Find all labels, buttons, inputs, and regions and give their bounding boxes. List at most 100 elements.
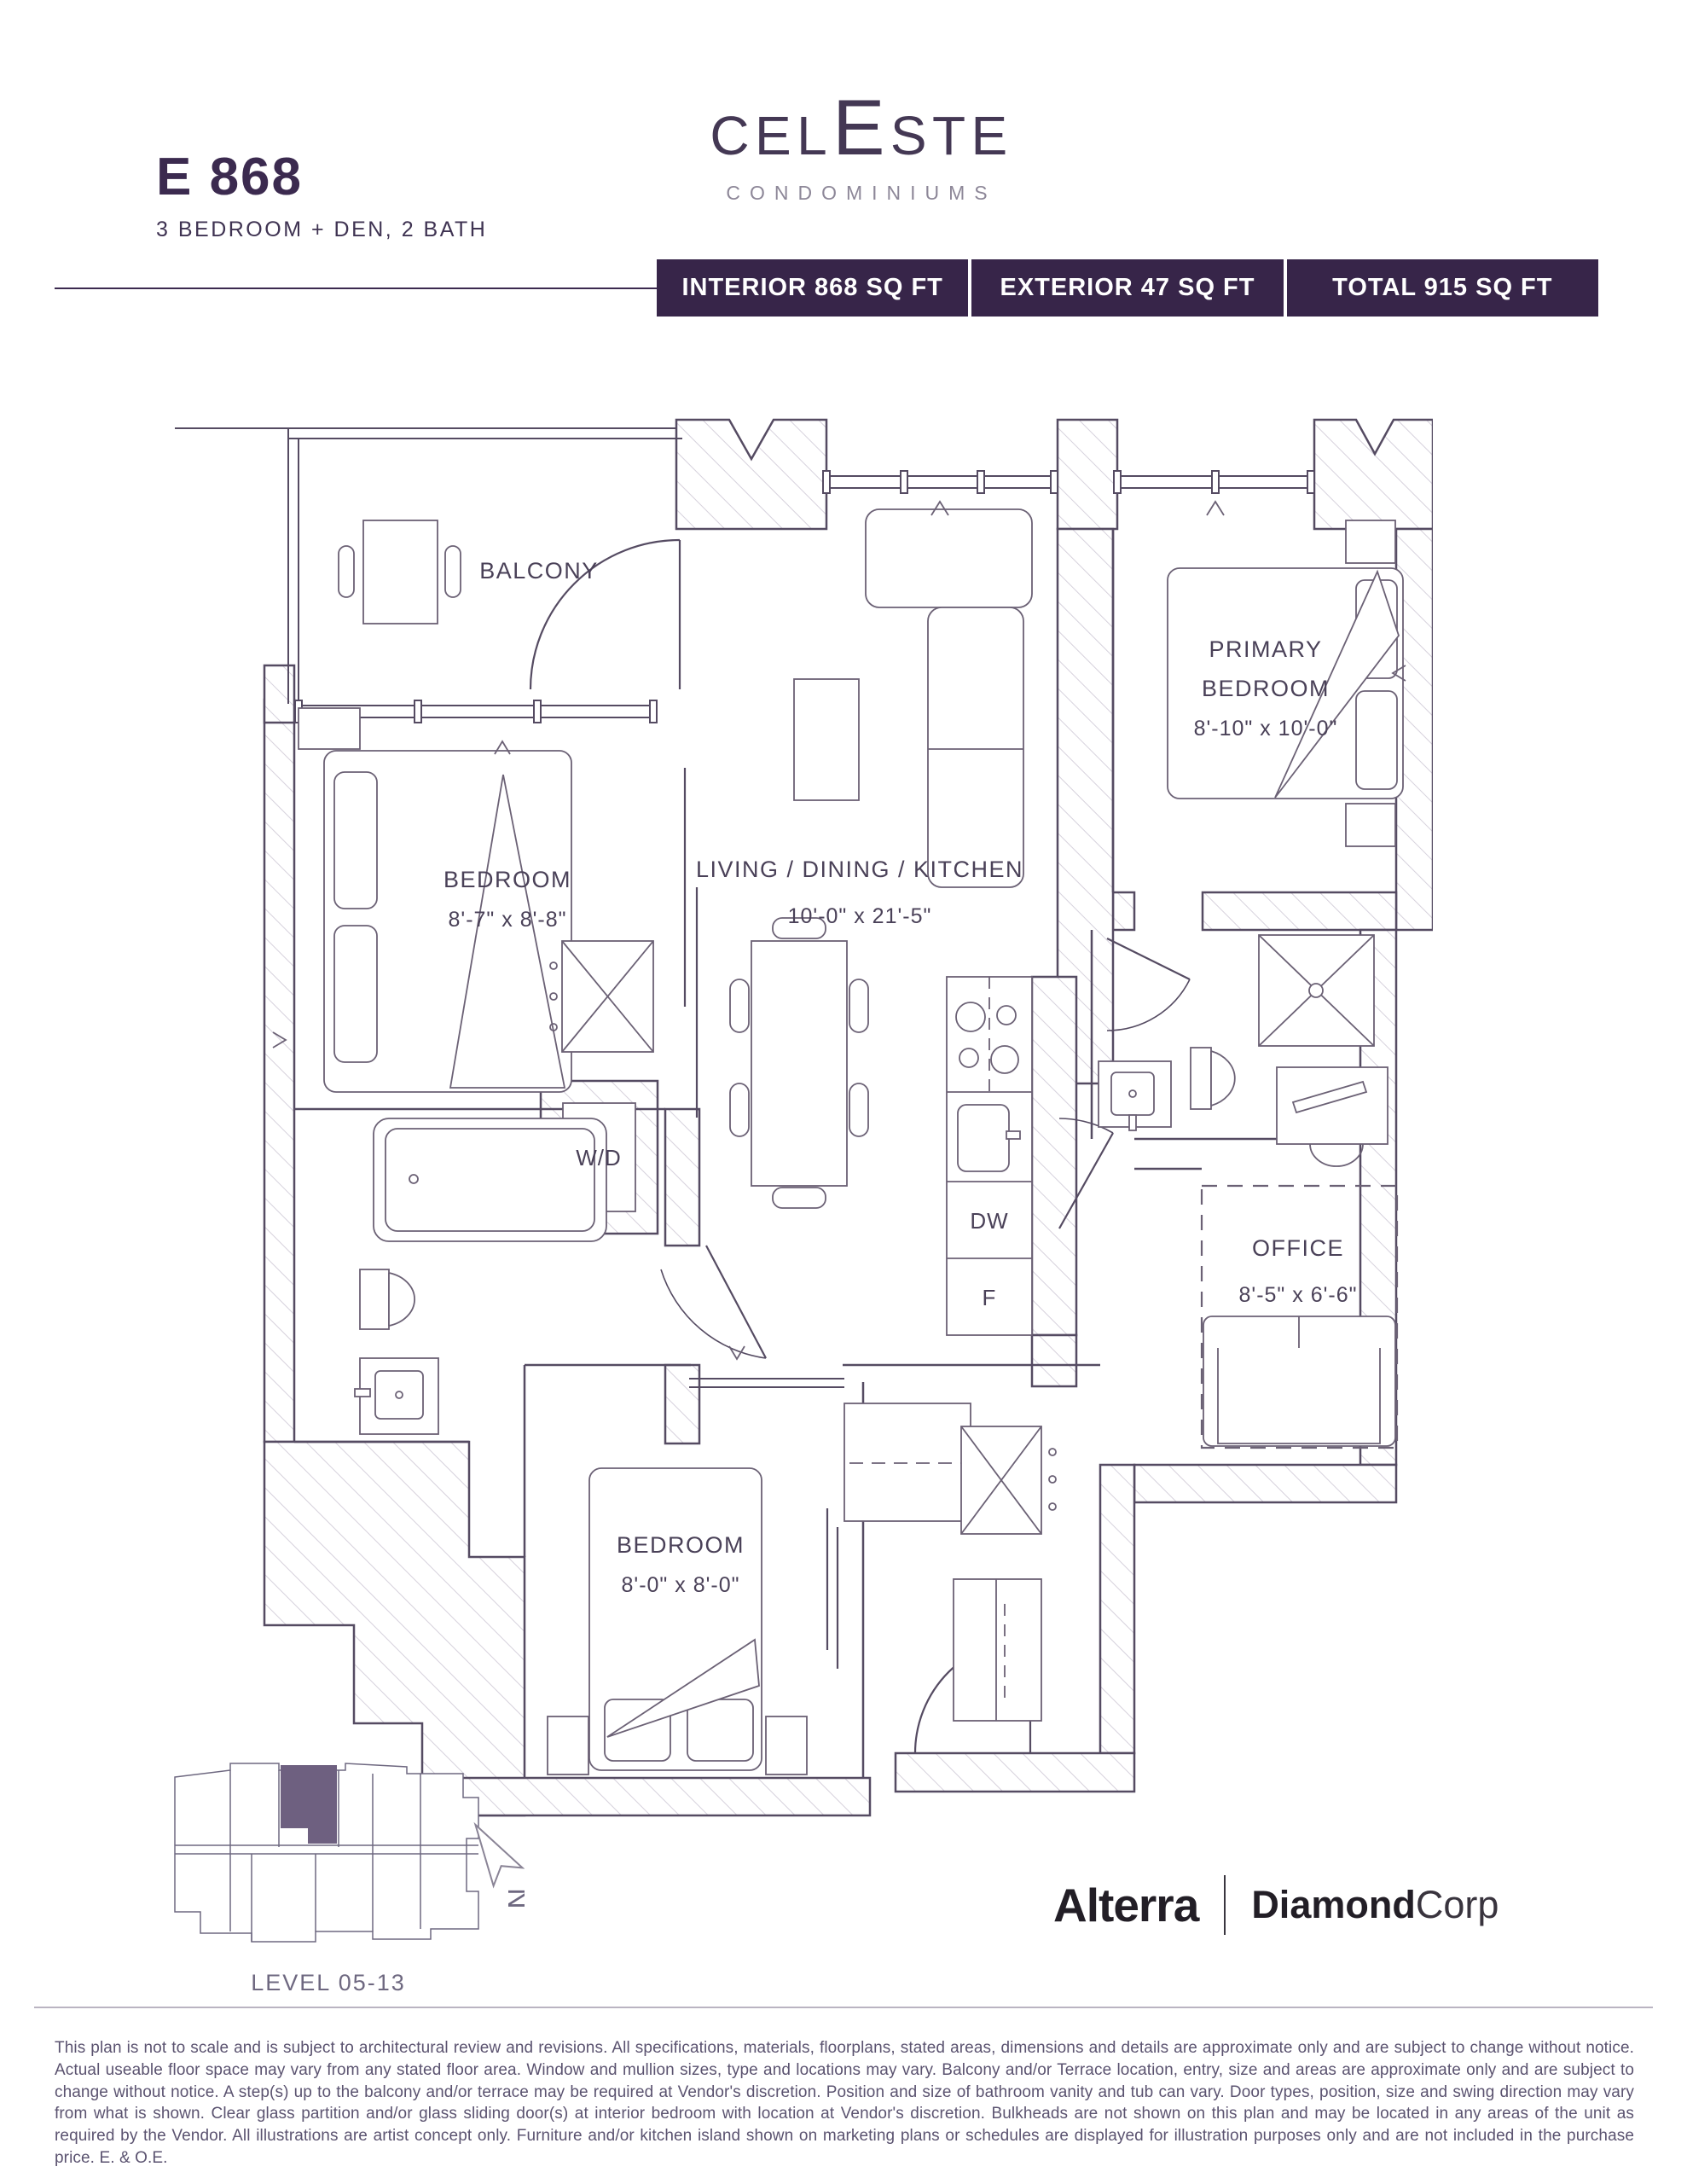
wall-office-bottom bbox=[1133, 1463, 1398, 1504]
plan-labels: BALCONY BEDROOM 8'-7" x 8'-8" LIVING / D… bbox=[443, 558, 1358, 1597]
dining-chair-left-1 bbox=[729, 979, 750, 1033]
balcony-chair-left bbox=[338, 545, 355, 598]
entry-linen-closet bbox=[960, 1426, 1057, 1535]
keyplan-unit-highlight bbox=[281, 1765, 337, 1844]
alterra-logo: Alterra bbox=[1053, 1879, 1199, 1931]
primary-dims: 8'-10" x 10'-0" bbox=[1194, 717, 1338, 741]
bathtub bbox=[373, 1118, 607, 1242]
unit-title-block: E 868 3 BEDROOM + DEN, 2 BATH bbox=[156, 147, 487, 242]
bedroom3-blanket-fold bbox=[606, 1638, 760, 1738]
wall-entry-right bbox=[1099, 1463, 1136, 1755]
ensuite-door bbox=[1106, 938, 1191, 1031]
window-living bbox=[822, 470, 1058, 494]
primary-blanket-fold bbox=[1274, 569, 1400, 799]
primary-name-line1: PRIMARY bbox=[1209, 636, 1322, 662]
balcony-table bbox=[362, 520, 438, 624]
sofa-body bbox=[927, 607, 1024, 888]
footer-rule bbox=[34, 2007, 1653, 2008]
balcony-label: BALCONY bbox=[479, 558, 599, 584]
living-name: LIVING / DINING / KITCHEN bbox=[696, 857, 1023, 882]
dining-table bbox=[751, 940, 848, 1187]
sofa-chaise bbox=[865, 508, 1033, 608]
bedroom2-dims: 8'-7" x 8'-8" bbox=[449, 908, 567, 932]
unit-code: E 868 bbox=[156, 148, 304, 206]
ensuite-shower bbox=[1258, 934, 1375, 1047]
windows bbox=[294, 470, 1315, 1388]
window-primary bbox=[1113, 470, 1315, 494]
office-desk bbox=[1276, 1066, 1388, 1167]
wall-bath-hall-lower bbox=[664, 1363, 701, 1445]
primary-pillow-2 bbox=[1355, 690, 1398, 790]
primary-bedroom-door bbox=[1058, 1118, 1114, 1229]
bedroom3-sliding-door bbox=[826, 1508, 839, 1669]
bedroom2-name: BEDROOM bbox=[443, 867, 571, 892]
unit-type: 3 BEDROOM + DEN, 2 BATH bbox=[156, 218, 488, 241]
bedroom3-name: BEDROOM bbox=[617, 1532, 745, 1558]
stat-total: TOTAL 915 SQ FT bbox=[1286, 259, 1598, 317]
stove-burner-4 bbox=[990, 1045, 1019, 1074]
floor-plan-drawing: BALCONY BEDROOM 8'-7" x 8'-8" LIVING / D… bbox=[175, 418, 1433, 1817]
brand-wordmark: CELESTE bbox=[606, 84, 1117, 173]
office-name: OFFICE bbox=[1252, 1235, 1344, 1261]
diamondcorp-logo-bold: Diamond bbox=[1251, 1883, 1416, 1926]
hall-closet bbox=[844, 1403, 971, 1522]
dining-chair-right-2 bbox=[849, 1083, 869, 1137]
bedroom3-nightstand-right bbox=[765, 1716, 808, 1775]
brand-subtitle: CONDOMINIUMS bbox=[726, 182, 997, 204]
bedroom2-sliding-door bbox=[683, 768, 699, 1118]
primary-name-line2: BEDROOM bbox=[1202, 676, 1330, 701]
balcony-chair-right bbox=[444, 545, 461, 598]
stove-burner-1 bbox=[955, 1002, 986, 1032]
entry-cabinet bbox=[953, 1578, 1042, 1722]
wall-bath-hall-upper bbox=[664, 1107, 701, 1247]
furniture bbox=[298, 508, 1404, 1775]
sink-main bbox=[354, 1357, 439, 1435]
dining-chair-bottom bbox=[772, 1187, 826, 1209]
stove-burner-2 bbox=[996, 1005, 1017, 1025]
linen-closet bbox=[549, 940, 654, 1053]
coffee-table bbox=[793, 678, 860, 801]
wall-pier-top-center bbox=[1056, 418, 1119, 531]
brand-accent-letter: E bbox=[832, 84, 890, 171]
disclaimer-text: This plan is not to scale and is subject… bbox=[55, 2039, 1634, 2168]
bedroom3-dims: 8'-0" x 8'-0" bbox=[622, 1573, 740, 1597]
kitchen-faucet bbox=[1006, 1130, 1021, 1140]
doors bbox=[529, 538, 1191, 1754]
office-sofa bbox=[1203, 1316, 1396, 1447]
keyplan-north-arrow: N bbox=[473, 1821, 525, 1909]
bathroom-door bbox=[660, 1245, 767, 1359]
dining-chair-left-2 bbox=[729, 1083, 750, 1137]
bedroom2-nightstand bbox=[298, 707, 361, 750]
diamondcorp-logo-light: Corp bbox=[1415, 1883, 1499, 1926]
window-bedroom3-track bbox=[689, 1378, 844, 1388]
wall-block-top-left bbox=[675, 418, 828, 531]
primary-bed bbox=[1167, 567, 1404, 799]
area-stats-bar: INTERIOR 868 SQ FT EXTERIOR 47 SQ FT TOT… bbox=[657, 259, 1598, 317]
stove-burner-3 bbox=[959, 1048, 979, 1068]
dishwasher-label: DW bbox=[970, 1208, 1008, 1234]
brand-logo: CELESTE CONDOMINIUMS bbox=[606, 84, 1117, 205]
diamondcorp-logo: DiamondCorp bbox=[1251, 1883, 1499, 1927]
bedroom3-nightstand-left bbox=[547, 1716, 589, 1775]
wall-kitchen-right-lower bbox=[1030, 1333, 1078, 1388]
ensuite-sink bbox=[1098, 1060, 1172, 1131]
key-plan: N LEVEL 05-13 bbox=[174, 1763, 525, 1995]
fridge-label: F bbox=[983, 1285, 997, 1310]
office-dims: 8'-5" x 6'-6" bbox=[1239, 1283, 1358, 1307]
dining-chair-right-1 bbox=[849, 979, 869, 1033]
wall-block-top-right bbox=[1313, 418, 1433, 531]
header-rule bbox=[55, 288, 657, 289]
stat-interior: INTERIOR 868 SQ FT bbox=[657, 259, 969, 317]
developer-logos: Alterra DiamondCorp bbox=[1053, 1875, 1499, 1935]
washer-dryer-label: W/D bbox=[576, 1145, 622, 1170]
balcony-door bbox=[529, 538, 681, 690]
dining-chair-top bbox=[772, 917, 826, 939]
keyplan-level-label: LEVEL 05-13 bbox=[251, 1970, 406, 1995]
wall-entry-bottom bbox=[894, 1751, 1136, 1793]
wall-left bbox=[263, 698, 296, 1443]
living-dims: 10'-0" x 21'-5" bbox=[788, 904, 932, 928]
bedroom2-pillow-2 bbox=[333, 925, 378, 1063]
stat-exterior: EXTERIOR 47 SQ FT bbox=[971, 259, 1284, 317]
bedroom3-pillow-2 bbox=[687, 1699, 754, 1762]
